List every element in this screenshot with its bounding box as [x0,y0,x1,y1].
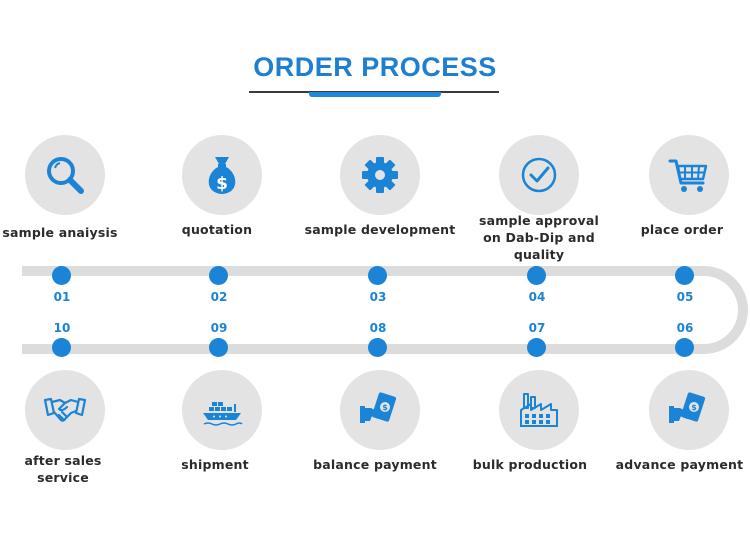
step-08-number: 08 [369,321,387,335]
step-06-icon-circle: $ [649,370,729,450]
step-05-number: 05 [676,290,694,304]
step-10-dot [52,338,71,357]
step-04-dot [527,266,546,285]
step-06-label: advance payment [615,457,744,472]
step-09-number: 09 [210,321,228,335]
step-03-icon-circle [340,135,420,215]
svg-text:$: $ [382,403,388,412]
step-02-dot [209,266,228,285]
step-07-number: 07 [528,321,546,335]
step-02-label: quotation [181,222,253,237]
step-05-dot [675,266,694,285]
step-01-number: 01 [53,290,71,304]
gear-icon [362,157,398,193]
handshake-icon [43,397,87,422]
step-05-icon-circle [649,135,729,215]
step-07-icon-circle [499,370,579,450]
step-02-number: 02 [210,290,228,304]
step-03-dot [368,266,387,285]
page-title: ORDER PROCESS [253,52,497,82]
step-07-label: bulk production [472,457,588,472]
checkmark-icon [521,157,557,193]
step-06-dot [675,338,694,357]
step-08-icon-circle: $ [340,370,420,450]
title-underline-accent [309,92,441,97]
step-04-label: sample approval on Dab-Dip and quality [479,213,599,262]
step-10-icon-circle [25,370,105,450]
step-01-dot [52,266,71,285]
magnifier-icon [47,157,84,194]
step-06-number: 06 [676,321,694,335]
step-03-label: sample development [304,222,456,237]
cargo-ship-icon [203,402,243,426]
step-07-dot [527,338,546,357]
step-09-dot [209,338,228,357]
step-03-number: 03 [369,290,387,304]
step-08-dot [368,338,387,357]
shopping-cart-icon [668,159,708,192]
step-10-number: 10 [53,321,71,335]
step-02-icon-circle: $ [182,135,262,215]
step-01-icon-circle [25,135,105,215]
step-08-label: balance payment [313,457,437,472]
hand-money-icon: $ [669,392,706,423]
svg-text:$: $ [691,403,697,412]
step-01-label: sample anaiysis [2,225,118,240]
factory-icon [520,393,558,427]
step-05-label: place order [640,222,724,237]
step-10-label: after sales service [24,453,102,485]
svg-text:$: $ [216,174,228,194]
step-04-icon-circle [499,135,579,215]
hand-money-icon: $ [360,392,397,423]
step-09-label: shipment [181,457,249,472]
step-04-number: 04 [528,290,546,304]
step-09-icon-circle [182,370,262,450]
money-bag-icon: $ [208,157,236,194]
